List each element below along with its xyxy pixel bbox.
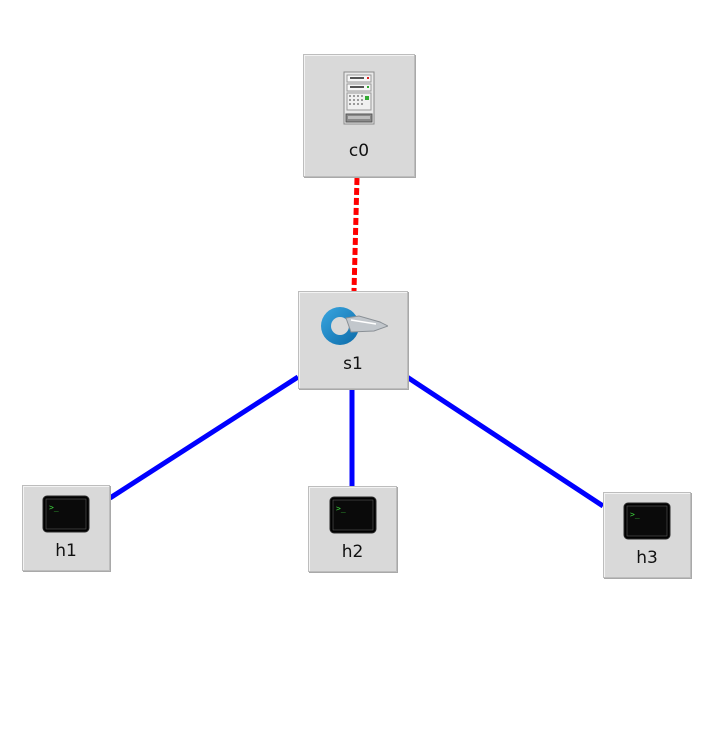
node-label-h1: h1 [55,541,77,561]
node-label-h2: h2 [341,542,364,562]
svg-text:>_: >_ [49,503,59,512]
host-node-h3[interactable]: >_ h3 [603,492,691,578]
openflow-switch-icon [318,304,390,352]
link-s1-h1[interactable] [108,374,300,501]
node-label-s1: s1 [343,354,363,374]
link-s1-h3[interactable] [405,374,605,509]
node-label-c0: c0 [348,141,370,161]
controller-server-icon [342,71,376,131]
node-label-h3: h3 [636,548,658,568]
host-node-h1[interactable]: >_ h1 [22,485,110,571]
terminal-icon: >_ [42,495,90,537]
svg-text:>_: >_ [336,504,346,513]
svg-text:>_: >_ [630,510,640,519]
terminal-icon: >_ [329,496,377,538]
host-node-h2[interactable]: >_ h2 [308,486,397,572]
link-c0-s1[interactable] [351,177,360,292]
switch-node-s1[interactable]: s1 [298,291,408,389]
terminal-icon: >_ [623,502,671,544]
controller-node-c0[interactable]: c0 [303,54,415,177]
